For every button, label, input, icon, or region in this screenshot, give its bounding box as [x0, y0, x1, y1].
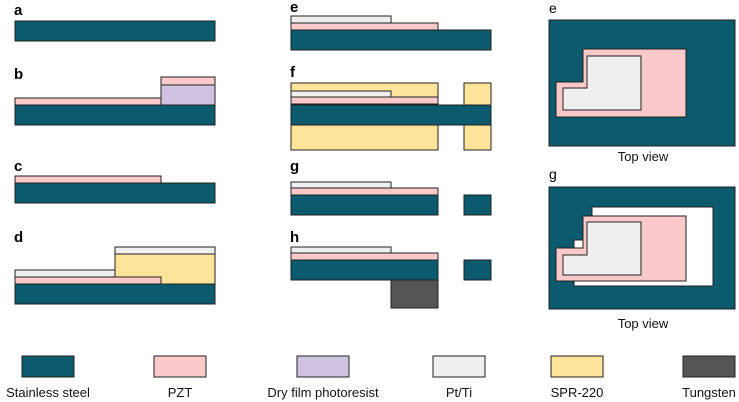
- h-steel-right: [463, 259, 492, 281]
- panel-label-d: d: [14, 229, 23, 246]
- legend-swatch-spr-220: [550, 355, 604, 378]
- legend-label-tungsten: Tungsten: [682, 385, 736, 400]
- f-spr-bottom-right: [463, 124, 492, 151]
- legend-swatch-pzt: [153, 355, 207, 378]
- f-ptti: [290, 90, 392, 98]
- legend-label-pt-ti: Pt/Ti: [446, 385, 472, 400]
- h-ptti: [290, 246, 392, 254]
- e-steel: [290, 29, 492, 51]
- b-steel: [14, 104, 216, 126]
- panel-label-g-top: g: [549, 166, 557, 182]
- h-pzt: [290, 252, 439, 261]
- c-pzt: [14, 175, 162, 184]
- panel-label-c: c: [14, 158, 22, 175]
- g-steel-left: [290, 194, 439, 216]
- legend-swatch-stainless-steel: [21, 355, 75, 378]
- legend-swatch-pt-ti: [432, 355, 486, 378]
- h-steel-left: [290, 259, 439, 281]
- panel-label-g: g: [290, 158, 299, 175]
- legend-swatch-dry-film-photoresist: [296, 355, 350, 378]
- top-view-caption-g: Top view: [618, 316, 669, 331]
- top-view-caption-e: Top view: [618, 149, 669, 164]
- panel-label-e-top: e: [549, 0, 557, 16]
- legend-label-pzt: PZT: [168, 385, 193, 400]
- b-pzt-layer: [14, 97, 162, 106]
- panel-label-h: h: [290, 229, 299, 246]
- panel-label-f: f: [290, 64, 296, 81]
- g-ptti: [290, 181, 392, 189]
- h-tungsten: [390, 279, 439, 309]
- d-steel: [14, 283, 216, 305]
- panel-label-b: b: [14, 66, 23, 83]
- d-ptti: [14, 269, 116, 278]
- f-spr-bottom-left: [290, 124, 439, 151]
- panel-label-a: a: [14, 2, 23, 19]
- g-top-ptti: [562, 221, 642, 276]
- legend-swatch-tungsten: [682, 355, 736, 378]
- g-pzt: [290, 187, 439, 196]
- legend-label-spr-220: SPR-220: [551, 385, 604, 400]
- c-steel: [14, 182, 216, 204]
- f-spr-top-right: [463, 82, 492, 106]
- g-steel-right: [463, 194, 492, 216]
- f-steel: [290, 104, 492, 126]
- a-steel: [14, 20, 216, 42]
- e-pzt: [290, 22, 439, 31]
- d-ptti-top: [114, 246, 216, 255]
- d-pzt: [14, 276, 162, 285]
- panel-label-e: e: [290, 0, 298, 16]
- b-photoresist: [160, 84, 216, 106]
- e-ptti: [290, 15, 392, 24]
- legend-label-stainless-steel: Stainless steel: [6, 385, 90, 400]
- legend-label-dry-film-photoresist: Dry film photoresist: [267, 385, 379, 400]
- e-top-ptti: [562, 55, 642, 111]
- legend: Stainless steel PZT Dry film photoresist…: [6, 355, 736, 400]
- f-pzt: [290, 96, 439, 105]
- b-pzt-top: [160, 76, 216, 86]
